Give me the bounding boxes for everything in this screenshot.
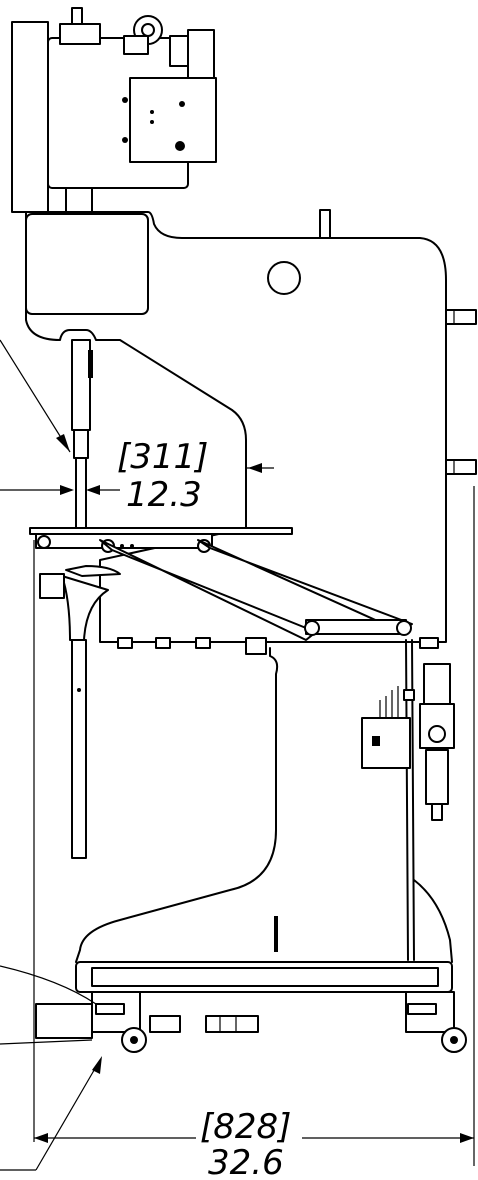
- stand: [75, 639, 453, 993]
- base-depth-metric: [828]: [200, 1107, 291, 1147]
- throat-depth-metric: [311]: [117, 437, 208, 477]
- ram-punch: [71, 339, 93, 529]
- throat-depth-imperial: 12.3: [126, 475, 202, 515]
- casters: [0, 965, 467, 1053]
- press-frame: [25, 209, 477, 643]
- base-depth-dimension: [828] 32.6: [0, 486, 475, 1180]
- pedal-linkage: [39, 539, 413, 859]
- upper-head-assembly: [11, 7, 217, 225]
- work-table: [29, 527, 293, 553]
- frame-bottom-fittings: [117, 637, 439, 655]
- air-regulator: [361, 663, 455, 821]
- base-depth-imperial: 32.6: [208, 1143, 284, 1180]
- throat-depth-dimension: [311] 12.3: [0, 339, 274, 515]
